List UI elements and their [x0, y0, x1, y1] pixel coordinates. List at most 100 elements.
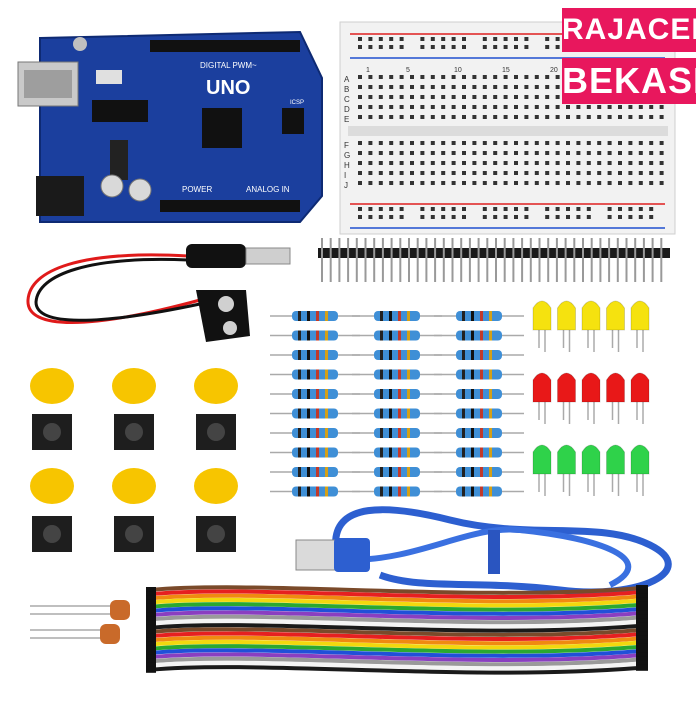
jumper-connector — [146, 616, 156, 623]
resistor-band — [398, 311, 401, 321]
breadboard-hole — [618, 181, 622, 185]
breadboard-hole — [503, 151, 508, 155]
breadboard-hole — [503, 141, 508, 145]
breadboard-hole — [358, 171, 362, 175]
breadboard-hole — [618, 151, 622, 155]
breadboard-hole — [659, 171, 664, 175]
breadboard-hole — [576, 181, 581, 185]
jumper-connector — [146, 608, 156, 614]
col-number: 20 — [550, 67, 558, 74]
breadboard-hole — [368, 75, 373, 79]
breadboard-hole — [503, 161, 508, 165]
analog-in-label: ANALOG IN — [246, 185, 290, 194]
power-rail-hole — [514, 207, 518, 211]
resistor-band — [480, 330, 483, 341]
breadboard-hole — [514, 105, 518, 109]
resistor-band — [307, 408, 310, 419]
breadboard-hole — [534, 115, 539, 119]
breadboard-hole — [534, 171, 539, 175]
breadboard-hole — [358, 151, 362, 155]
breadboard-hole — [628, 105, 633, 109]
power-rail-hole — [378, 215, 383, 219]
resistor-band — [380, 389, 383, 399]
resistor-band — [489, 369, 492, 380]
breadboard-hole — [586, 141, 591, 145]
breadboard-hole — [441, 85, 446, 89]
breadboard-hole — [534, 181, 539, 185]
breadboard-hole — [524, 181, 529, 185]
breadboard-hole — [399, 115, 404, 119]
breadboard-hole — [586, 161, 591, 165]
breadboard-hole — [368, 115, 373, 119]
breadboard-hole — [410, 161, 414, 165]
resistor-band — [480, 486, 483, 497]
jumper-wire — [149, 623, 641, 633]
breadboard-hole — [638, 161, 643, 165]
resistor-band — [316, 350, 319, 360]
power-rail-hole — [555, 207, 560, 211]
breadboard-hole — [358, 85, 362, 89]
breadboard-hole — [472, 141, 477, 145]
power-rail-hole — [638, 215, 643, 219]
breadboard-hole — [555, 141, 560, 145]
resistor-band — [380, 311, 383, 321]
col-number: 15 — [502, 67, 510, 74]
breadboard-hole — [482, 75, 487, 79]
breadboard-hole — [378, 75, 383, 79]
led-body — [606, 444, 625, 475]
resistor-band — [407, 389, 410, 399]
resistor-band — [325, 311, 328, 321]
resistor-band — [398, 330, 401, 341]
breadboard-hole — [378, 181, 383, 185]
col-number: 1 — [366, 67, 370, 74]
breadboard-hole — [399, 141, 404, 145]
tactile-switch-plunger — [125, 423, 143, 441]
breadboard-hole — [555, 171, 560, 175]
breadboard: A B C D E F G H I J 1 5 10 15 20 25 30 — [339, 21, 676, 235]
resistor-band — [407, 350, 410, 360]
resistor-band — [471, 447, 474, 458]
power-rail-hole — [503, 207, 508, 211]
photoresistors — [30, 600, 130, 644]
resistor-band — [462, 389, 465, 399]
resistor-band — [389, 428, 392, 438]
breadboard-hole — [389, 161, 394, 165]
jumper-connector — [636, 648, 648, 654]
breadboard-hole — [430, 75, 435, 79]
jumper-connector — [146, 637, 156, 644]
jumper-connector — [636, 618, 648, 625]
power-rail-hole — [514, 215, 518, 219]
breadboard-hole — [472, 161, 477, 165]
resistor-band — [471, 350, 474, 360]
breadboard-hole — [472, 95, 477, 99]
jumper-connector — [636, 597, 648, 604]
power-rail-hole — [451, 207, 456, 211]
breadboard-hole — [503, 95, 508, 99]
button-cap — [30, 468, 74, 504]
power-rail-hole — [420, 207, 425, 211]
breadboard-hole — [451, 75, 456, 79]
battery-clip-cable — [26, 244, 291, 342]
breadboard-hole — [649, 171, 654, 175]
breadboard-hole — [607, 141, 612, 145]
jumper-wire — [149, 602, 641, 612]
breadboard-hole — [534, 85, 539, 89]
resistor-band — [316, 486, 319, 497]
breadboard-hole — [482, 151, 487, 155]
jumper-wire — [149, 585, 641, 595]
resistor-band — [480, 447, 483, 458]
resistor-band — [325, 369, 328, 380]
resistor-band — [489, 350, 492, 360]
breadboard-hole — [389, 171, 394, 175]
breadboard-hole — [430, 105, 435, 109]
jumper-wire — [149, 597, 641, 608]
breadboard-hole — [566, 115, 570, 119]
power-rail-hole — [514, 37, 518, 41]
resistor-band — [389, 330, 392, 341]
power-rail-hole — [389, 45, 394, 49]
breadboard-hole — [482, 141, 487, 145]
col-number: 10 — [454, 67, 462, 74]
icsp-label: ICSP — [290, 100, 304, 106]
breadboard-hole — [566, 181, 570, 185]
breadboard-hole — [503, 105, 508, 109]
